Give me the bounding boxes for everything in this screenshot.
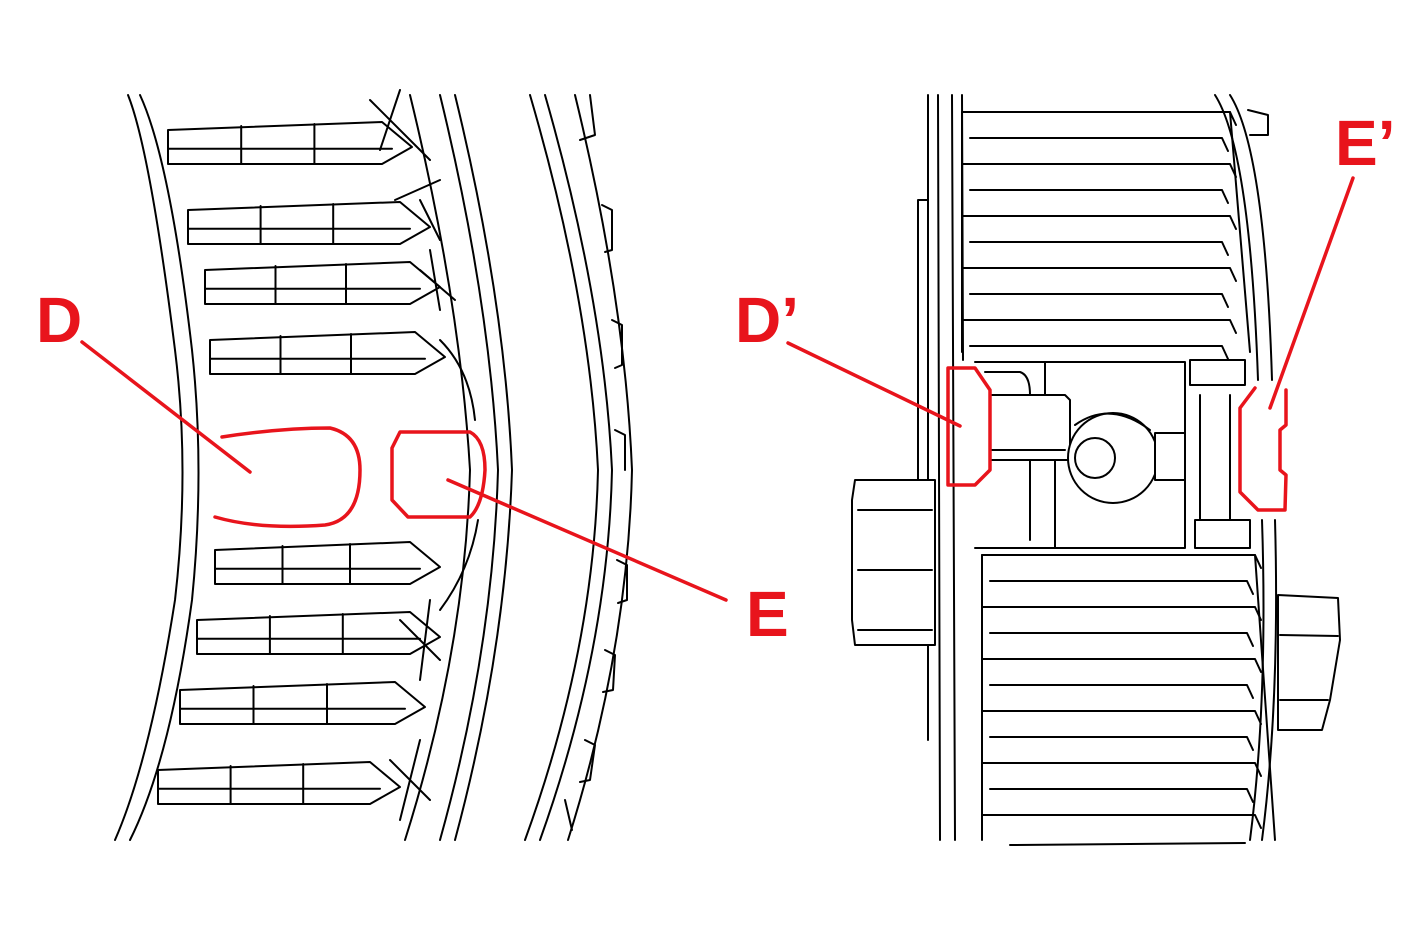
- gear-tooth-facet: [179, 683, 406, 725]
- gear-tooth-facet: [204, 263, 421, 305]
- plate-edge: [969, 137, 1229, 152]
- left-gear-ring: [114, 94, 513, 841]
- gear-tooth: [179, 681, 426, 725]
- plate-edge: [989, 632, 1254, 647]
- plate-edge: [961, 111, 1237, 126]
- gear-tooth-facet: [187, 203, 411, 245]
- label-d: D: [36, 284, 82, 356]
- plate-edge: [981, 554, 1262, 569]
- leader-lines: [80, 176, 1355, 602]
- gear-tooth: [214, 541, 441, 585]
- gear-tooth: [204, 261, 441, 305]
- plate-edge: [981, 606, 1262, 621]
- gear-tooth-facet: [209, 333, 426, 375]
- highlight-d-prime-tab: [946, 366, 992, 487]
- plate-edge: [989, 684, 1254, 699]
- gear-tooth: [167, 121, 413, 165]
- highlight-e-slot: [390, 430, 487, 519]
- gear-tooth-facet: [157, 763, 381, 805]
- left-tooth-hatching: [369, 89, 479, 821]
- middle-outer-ring: [524, 94, 633, 841]
- gear-tooth: [209, 331, 446, 375]
- highlight-d-slot: [213, 426, 362, 529]
- plate-edge: [969, 293, 1229, 308]
- plate-edge: [961, 163, 1237, 178]
- lower-plate-stack: [981, 554, 1276, 841]
- plate-edge: [989, 788, 1254, 803]
- gear-tooth-facet: [214, 543, 421, 585]
- plate-edge: [981, 658, 1262, 673]
- upper-plate-stack: [961, 111, 1251, 360]
- label-e-prime: E’: [1335, 107, 1395, 179]
- gear-tooth: [196, 611, 441, 655]
- plate-edge: [969, 241, 1229, 256]
- gear-tooth-facet: [167, 123, 393, 165]
- gear-tooth: [187, 201, 431, 245]
- plate-edge: [961, 319, 1237, 334]
- plate-edge: [981, 710, 1262, 725]
- plate-edge: [969, 189, 1229, 204]
- gear-tooth: [157, 761, 401, 805]
- label-e: E: [746, 578, 789, 650]
- plate-stack-border: [981, 554, 1276, 841]
- plate-edge: [989, 736, 1254, 751]
- plate-edge: [969, 345, 1229, 360]
- highlight-e-prime-tab: [1238, 386, 1288, 512]
- plate-edge: [981, 814, 1262, 829]
- plate-edge: [989, 580, 1254, 595]
- plate-stack-border: [961, 111, 1251, 353]
- gear-tooth-facet: [196, 613, 421, 655]
- plate-edge: [961, 267, 1237, 282]
- right-assembly: [851, 94, 1341, 846]
- left-gear-teeth: [157, 121, 446, 805]
- label-d-prime: D’: [735, 284, 799, 356]
- plate-edge: [961, 215, 1237, 230]
- plate-edge: [981, 762, 1262, 777]
